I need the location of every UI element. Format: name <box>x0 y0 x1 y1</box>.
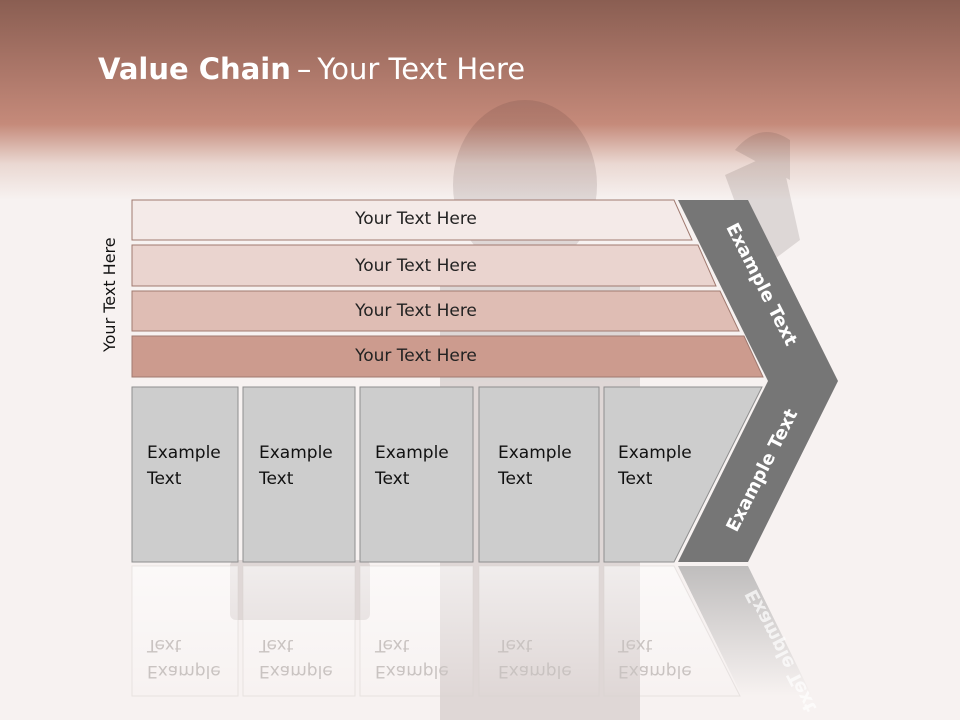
support-bar-label: Your Text Here <box>355 301 477 321</box>
primary-box[interactable] <box>242 386 356 563</box>
support-bar[interactable] <box>131 335 764 378</box>
box-label-line: Text <box>618 635 653 655</box>
reflected-box-label: Example Text <box>618 632 692 684</box>
support-bar[interactable] <box>131 290 740 332</box>
box-label-line: Example <box>375 661 449 681</box>
reflection <box>131 565 812 697</box>
support-bar-label: Your Text Here <box>355 346 477 366</box>
box-label-line: Text <box>147 635 182 655</box>
support-bar-label: Your Text Here <box>355 209 477 229</box>
box-label-line: Text <box>147 469 182 489</box>
box-label-line: Text <box>259 635 294 655</box>
box-label-line: Example <box>259 443 333 463</box>
primary-box-last[interactable] <box>603 386 763 563</box>
support-bar[interactable] <box>131 244 717 287</box>
box-label-line: Text <box>375 635 410 655</box>
box-label-line: Example <box>147 661 221 681</box>
box-label-line: Example <box>618 443 692 463</box>
box-label-line: Example <box>618 661 692 681</box>
box-label-line: Text <box>375 469 410 489</box>
box-label-line: Example <box>498 661 572 681</box>
reflected-box-label: Example Text <box>375 632 449 684</box>
box-label-line: Text <box>259 469 294 489</box>
title-rest: Your Text Here <box>317 52 526 86</box>
header-band <box>0 0 960 200</box>
box-label-line: Text <box>498 635 533 655</box>
box-label-line: Example <box>259 661 333 681</box>
title-separator: – <box>296 52 312 86</box>
reflected-box-label: Example Text <box>498 632 572 684</box>
chevron-arrow[interactable] <box>678 200 838 562</box>
box-label-line: Text <box>618 469 653 489</box>
title-bold: Value Chain <box>98 52 291 86</box>
primary-box[interactable] <box>478 386 600 563</box>
primary-box[interactable] <box>131 386 239 563</box>
reflected-box-label: Example Text <box>259 632 333 684</box>
support-bar[interactable] <box>131 199 693 241</box>
box-label-line: Text <box>498 469 533 489</box>
slide-title: Value Chain–Your Text Here <box>98 52 525 86</box>
box-label-line: Example <box>147 443 221 463</box>
box-label-line: Example <box>375 443 449 463</box>
primary-box[interactable] <box>359 386 474 563</box>
box-label-line: Example <box>498 443 572 463</box>
support-bar-label: Your Text Here <box>355 256 477 276</box>
reflected-box-label: Example Text <box>147 632 221 684</box>
